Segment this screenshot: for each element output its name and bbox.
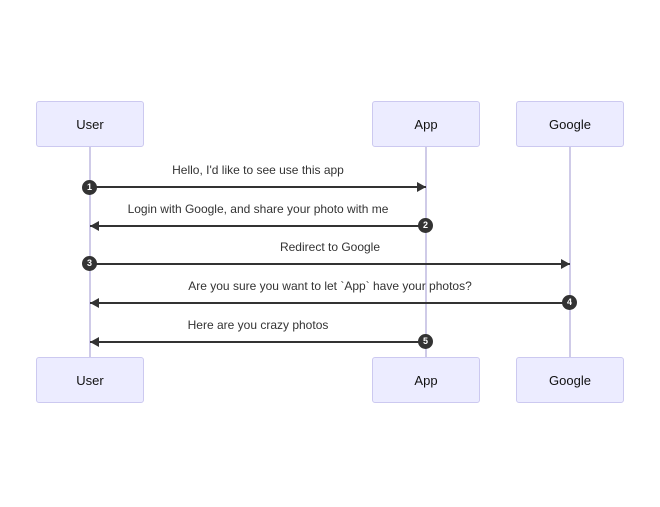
actor-label-user: User: [76, 372, 104, 388]
message-2-line: [90, 225, 426, 227]
message-2-number-badge: 2: [418, 218, 433, 233]
actor-box-app-bottom: App: [372, 357, 480, 403]
actor-label-google: Google: [549, 116, 591, 132]
actor-box-user-bottom: User: [36, 357, 144, 403]
lifeline-app: [425, 147, 427, 357]
actor-label-app: App: [414, 372, 438, 388]
message-5-line: [90, 341, 426, 343]
message-3-line: [90, 263, 570, 265]
message-4-number-badge: 4: [562, 295, 577, 310]
message-5-arrowhead-icon: [90, 337, 99, 347]
actor-box-google-bottom: Google: [516, 357, 624, 403]
actor-box-user-top: User: [36, 101, 144, 147]
message-3-number-badge: 3: [82, 256, 97, 271]
actor-box-app-top: App: [372, 101, 480, 147]
message-1-arrowhead-icon: [417, 182, 426, 192]
message-4-arrowhead-icon: [90, 298, 99, 308]
actor-label-app: App: [414, 116, 438, 132]
actor-box-google-top: Google: [516, 101, 624, 147]
actor-label-user: User: [76, 116, 104, 132]
message-1-line: [90, 186, 426, 188]
message-3-label: Redirect to Google: [279, 240, 381, 254]
message-4-label: Are you sure you want to let `App` have …: [188, 279, 472, 293]
message-5-number-badge: 5: [418, 334, 433, 349]
message-2-label: Login with Google, and share your photo …: [127, 202, 389, 216]
message-4-line: [90, 302, 570, 304]
lifeline-google: [569, 147, 571, 357]
lifeline-user: [89, 147, 91, 357]
message-2-arrowhead-icon: [90, 221, 99, 231]
message-5-label: Here are you crazy photos: [187, 318, 329, 332]
message-3-arrowhead-icon: [561, 259, 570, 269]
message-1-label: Hello, I'd like to see use this app: [172, 163, 344, 177]
message-1-number-badge: 1: [82, 180, 97, 195]
actor-label-google: Google: [549, 372, 591, 388]
